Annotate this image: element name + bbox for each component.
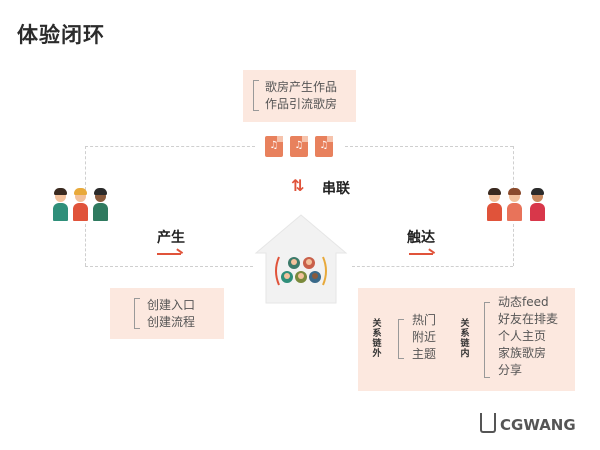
inner-item: 个人主页 <box>498 329 547 343</box>
inner-relation-label: 关系链内 <box>460 319 470 359</box>
dashed-connector-left-lower <box>85 224 86 266</box>
swap-arrows-icon: ⇅ <box>291 176 305 195</box>
top-box-text: 歌房产生作品 作品引流歌房 <box>265 79 337 113</box>
music-file-icon: ♫ <box>290 136 308 157</box>
inner-item: 动态feed <box>498 295 549 309</box>
dashed-connector-top-right <box>345 146 513 147</box>
left-box-text: 创建入口 创建流程 <box>147 297 195 331</box>
person-icon <box>53 188 68 221</box>
music-file-icon: ♫ <box>315 136 333 157</box>
outer-relation-label: 关系链外 <box>372 319 382 359</box>
inner-item: 好友在排麦 <box>498 312 559 326</box>
outer-item: 主题 <box>412 347 437 361</box>
inner-item: 家族歌房 <box>498 346 547 360</box>
bracket-line <box>398 319 404 359</box>
top-box-line: 作品引流歌房 <box>265 97 338 111</box>
left-box-line: 创建入口 <box>147 298 196 312</box>
chain-label: 串联 <box>322 181 350 197</box>
arrow-right-icon <box>157 247 181 255</box>
dashed-connector-left <box>85 146 86 190</box>
dashed-connector-bottom-right <box>352 266 513 267</box>
left-box-line: 创建流程 <box>147 315 196 329</box>
person-icon <box>487 188 502 221</box>
inner-items: 动态feed 好友在排麦 个人主页 家族歌房 分享 <box>498 294 558 379</box>
outer-items: 热门 附近 主题 <box>412 312 436 363</box>
house-icon <box>254 214 348 304</box>
person-icon <box>530 188 545 221</box>
person-icon <box>507 188 522 221</box>
left-info-box: 创建入口 创建流程 <box>110 288 224 339</box>
logo-text: CGWANG <box>500 416 576 434</box>
top-info-box: 歌房产生作品 作品引流歌房 <box>243 70 356 122</box>
produce-label: 产生 <box>157 230 185 246</box>
bracket-line <box>253 80 259 111</box>
right-info-box: 关系链外 热门 附近 主题 关系链内 动态feed 好友在排麦 个人主页 家族歌… <box>358 288 575 391</box>
dashed-connector-bottom-left <box>85 266 253 267</box>
person-icon <box>93 188 108 221</box>
bracket-line <box>484 302 490 378</box>
outer-item: 热门 <box>412 313 437 327</box>
dashed-connector-right <box>513 146 514 190</box>
music-file-icon: ♫ <box>265 136 283 157</box>
page-title: 体验闭环 <box>17 23 105 47</box>
reach-label: 触达 <box>407 230 435 246</box>
inner-item: 分享 <box>498 363 523 377</box>
outer-item: 附近 <box>412 330 437 344</box>
dashed-connector-right-lower <box>513 224 514 266</box>
top-box-line: 歌房产生作品 <box>265 80 338 94</box>
arrow-right-icon <box>409 247 433 255</box>
watermark-logo: CGWANG <box>480 412 576 436</box>
bracket-line <box>134 298 140 329</box>
dashed-connector-top-left <box>85 146 255 147</box>
person-icon <box>73 188 88 221</box>
logo-mark-icon <box>480 413 496 433</box>
